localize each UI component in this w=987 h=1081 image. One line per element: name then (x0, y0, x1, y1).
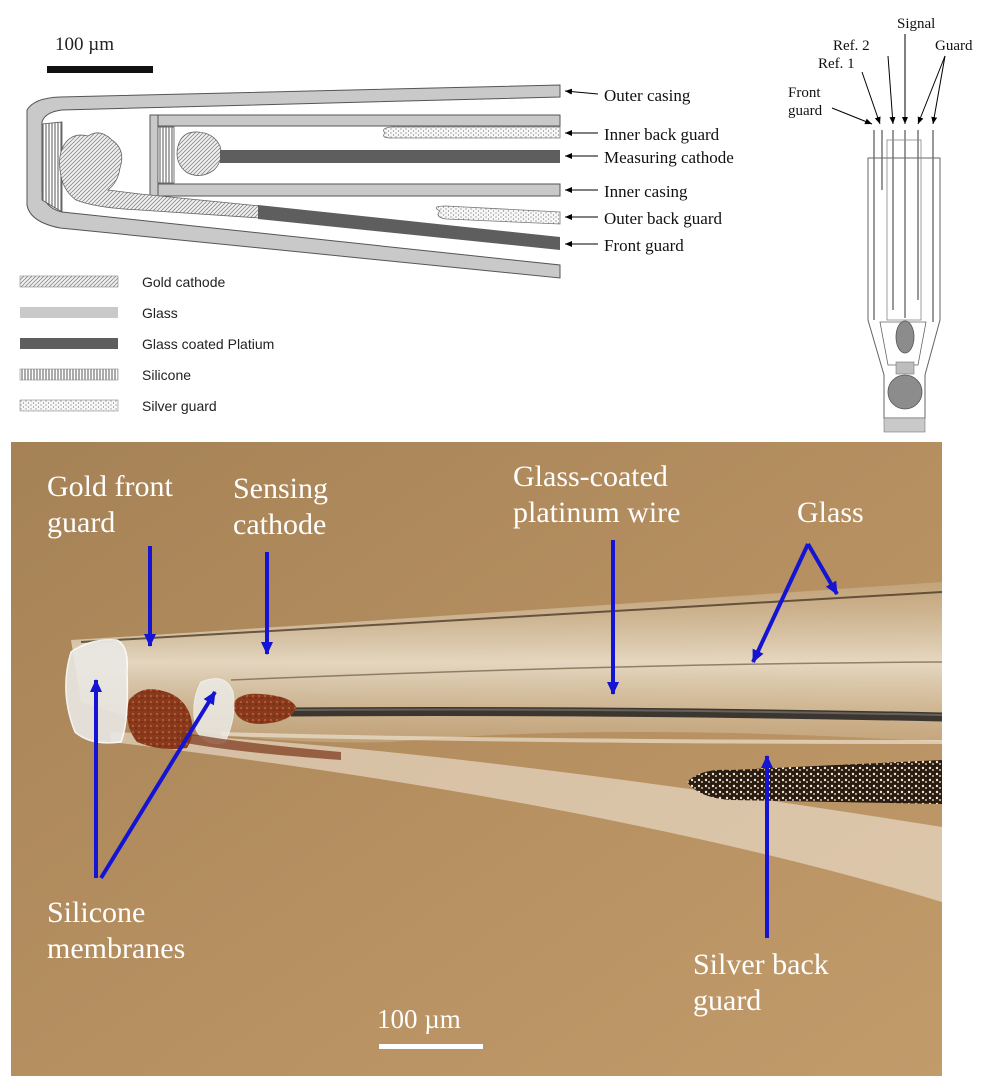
photo-silicone-inner (194, 679, 234, 744)
photo-label-silicone-1: Silicone (47, 896, 145, 929)
inner-back-guard-shape (384, 127, 560, 138)
schematic-callouts: Outer casing Inner back guard Measuring … (565, 86, 734, 255)
legend-swatch-platinum (20, 338, 118, 349)
connector-label-front-guard-2: guard (788, 103, 823, 119)
photo-label-sensing-cathode-1: Sensing (233, 472, 328, 505)
photo-label-glass-coated-1: Glass-coated (513, 460, 668, 493)
label-outer-back-guard: Outer back guard (604, 209, 723, 228)
measuring-gold-cathode (177, 132, 221, 176)
connector-front-guard-element (888, 375, 922, 409)
photo-label-silver-2: guard (693, 984, 761, 1017)
photo-scale-bar (379, 1044, 483, 1049)
schematic-panel: 100 µm Outer casing Inner back guard Mea… (0, 0, 987, 440)
label-measuring-cathode: Measuring cathode (604, 148, 734, 167)
legend-swatch-gold-cathode (20, 276, 118, 287)
legend-label-silicone: Silicone (142, 367, 191, 383)
connector-label-signal: Signal (897, 16, 935, 32)
legend-label-glass: Glass (142, 305, 178, 321)
connector-label-front-guard-1: Front (788, 85, 821, 101)
micrograph-photo: 100 µm Gold front guard Sensing cathode … (11, 442, 942, 1076)
legend-swatch-silicone (20, 369, 118, 380)
photo-label-silicone-2: membranes (47, 932, 185, 965)
photo-scale-label: 100 µm (377, 1004, 461, 1034)
outer-back-guard-shape (436, 206, 560, 224)
legend-swatch-glass (20, 307, 118, 318)
connector-label-guard: Guard (935, 38, 973, 54)
label-inner-casing: Inner casing (604, 182, 688, 201)
measuring-platinum-wire (220, 150, 560, 163)
outer-silicone-plug (42, 122, 62, 212)
schematic-scale-bar (47, 66, 153, 73)
connector-label-ref1: Ref. 1 (818, 56, 855, 72)
legend: Gold cathode Glass Glass coated Platium … (20, 274, 274, 414)
inner-silicone-plug (158, 127, 174, 183)
legend-label-platinum: Glass coated Platium (142, 336, 274, 352)
legend-label-silver: Silver guard (142, 398, 217, 414)
photo-label-glass: Glass (797, 496, 864, 529)
connector-sensing-element (896, 321, 914, 353)
photo-label-gold-front-guard-2: guard (47, 506, 115, 539)
label-front-guard: Front guard (604, 236, 684, 255)
label-outer-casing: Outer casing (604, 86, 691, 105)
legend-label-gold-cathode: Gold cathode (142, 274, 225, 290)
connector-label-ref2: Ref. 2 (833, 38, 870, 54)
photo-label-sensing-cathode-2: cathode (233, 508, 326, 541)
photo-label-gold-front-guard-1: Gold front (47, 470, 173, 503)
legend-swatch-silver (20, 400, 118, 411)
photo-label-glass-coated-2: platinum wire (513, 496, 680, 529)
schematic-scale-label: 100 µm (55, 34, 114, 55)
label-inner-back-guard: Inner back guard (604, 125, 720, 144)
photo-label-silver-1: Silver back (693, 948, 829, 981)
connector-diagram: Signal Ref. 2 Guard Ref. 1 Front guard (788, 16, 973, 432)
